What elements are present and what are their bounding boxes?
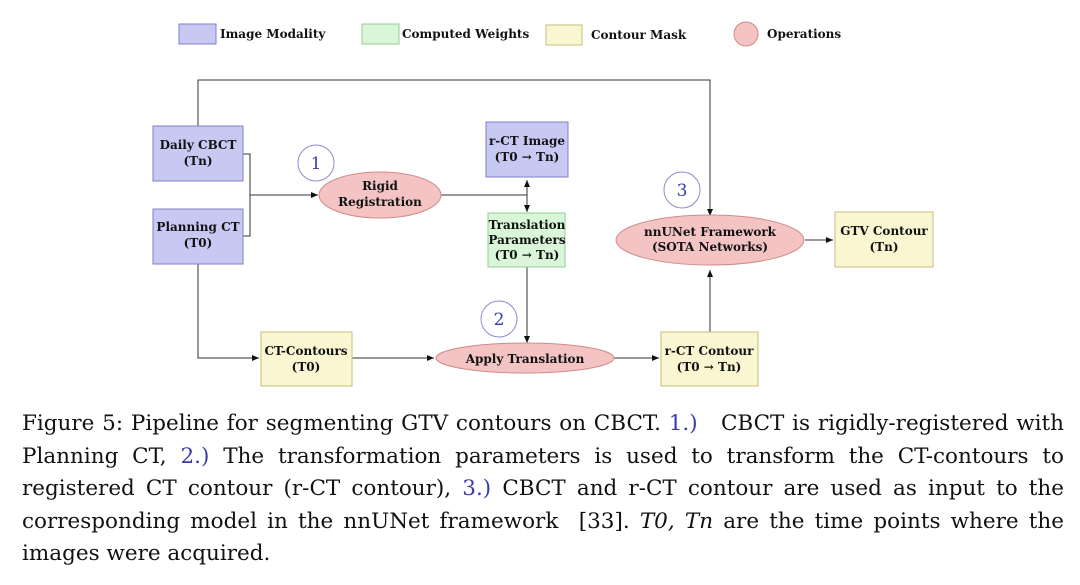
legend: Image Modality Computed Weights Contour … [178,21,841,47]
planning-ct-label: Planning CT [156,220,239,234]
node-apply-translation: Apply Translation [435,342,615,374]
planning-ct-time: (T0) [184,236,213,250]
legend-swatch-computed-weights [361,23,400,45]
edge-cbct-to-merge [243,153,251,195]
caption-text-3: CBCT and r-CT contour are used as input … [22,476,1064,534]
rct-image-time: (T0 → Tn) [495,150,560,164]
rct-image-label: r-CT Image [489,134,565,148]
legend-swatch-contour-mask [545,24,583,46]
node-gtv-contour: GTV Contour (Tn) [834,211,934,268]
node-rct-contour: r-CT Contour (T0 → Tn) [660,331,759,387]
node-daily-cbct: Daily CBCT (Tn) [152,125,244,182]
caption-math-timepoints: T0, Tn [639,508,714,534]
ct-contours-label: CT-Contours [264,344,347,358]
nnunet-line1: nnUNet Framework [644,225,777,239]
node-ct-contours: CT-Contours (T0) [260,331,353,387]
caption-text-2: The transformation parameters is used to… [22,443,1064,502]
daily-cbct-label: Daily CBCT [160,138,237,152]
legend-swatch-operations [733,21,759,47]
step-marker-3: 3 [663,171,701,209]
caption-ref-3[interactable]: 3.) [462,476,492,501]
daily-cbct-time: (Tn) [183,154,212,168]
node-rct-image: r-CT Image (T0 → Tn) [485,121,569,178]
edge-planning-to-merge [243,195,251,237]
rigid-registration-line1: Rigid [362,179,398,193]
nnunet-line2: (SOTA Networks) [652,240,768,254]
legend-label-operations: Operations [767,27,841,41]
caption-ref-2[interactable]: 2.) [180,443,210,469]
caption-text-4: are the time points where the images wer… [22,508,1065,567]
legend-swatch-image-modality [178,23,217,45]
legend-label-computed-weights: Computed Weights [402,27,529,41]
step-number-2: 2 [494,310,505,330]
translation-parameters-line2: Parameters [488,233,565,247]
edge-cbct-to-nnunet [197,79,713,216]
caption-ref-1[interactable]: 1.) [668,411,698,436]
apply-translation-label: Apply Translation [465,352,585,366]
ct-contours-time: (T0) [292,360,321,374]
step-number-3: 3 [677,181,688,201]
caption-citation[interactable]: [33]. [578,508,630,534]
gtv-contour-label: GTV Contour [840,224,928,238]
rct-contour-label: r-CT Contour [665,344,755,358]
node-planning-ct: Planning CT (T0) [152,208,244,265]
step-number-1: 1 [311,154,322,174]
node-translation-parameters: Translation Parameters (T0 → Tn) [487,212,566,268]
legend-label-image-modality: Image Modality [220,27,326,41]
pipeline-diagram: Image Modality Computed Weights Contour … [152,21,934,387]
step-marker-2: 2 [480,300,518,338]
gtv-contour-time: (Tn) [869,240,898,254]
translation-parameters-time: (T0 → Tn) [495,248,560,262]
rct-contour-time: (T0 → Tn) [677,360,742,374]
node-nnunet-framework: nnUNet Framework (SOTA Networks) [615,214,805,266]
step-marker-1: 1 [297,144,335,182]
legend-label-contour-mask: Contour Mask [591,28,687,42]
edge-planning-to-ctcontours [197,264,259,361]
figure-caption: Figure 5: Pipeline for segmenting GTV co… [22,408,1064,571]
edges [197,79,833,361]
node-rigid-registration: Rigid Registration [318,171,442,219]
caption-text-1: CBCT is rigidly-registered with Planning… [22,411,1065,469]
caption-lead: Figure 5: Pipeline for segmenting GTV co… [22,411,661,436]
translation-parameters-line1: Translation [489,218,566,232]
rigid-registration-line2: Registration [338,195,422,209]
